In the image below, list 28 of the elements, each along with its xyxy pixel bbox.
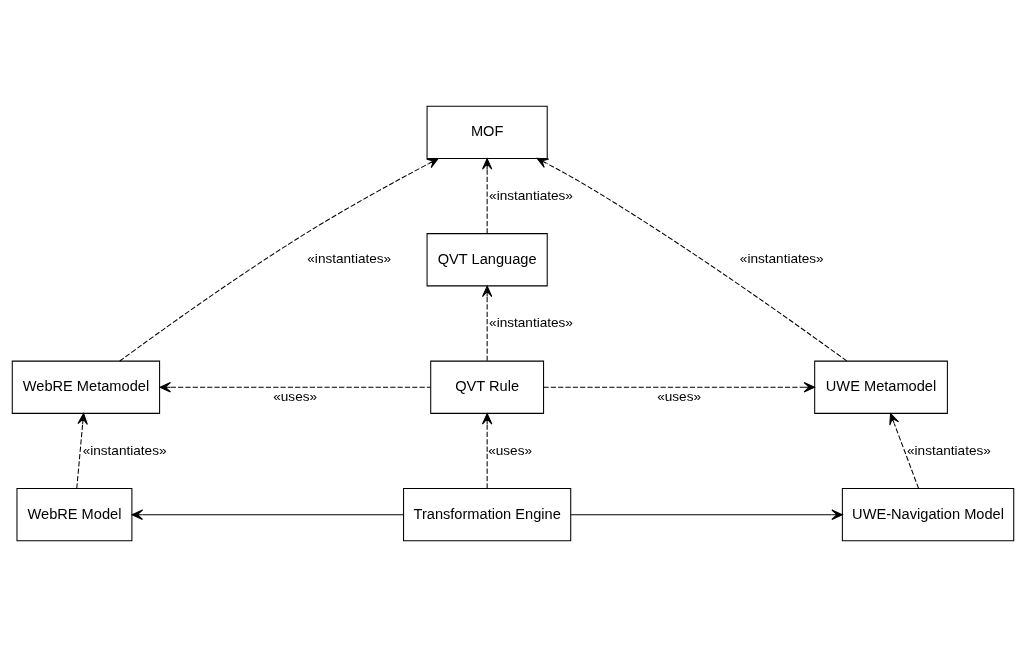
edge-label: «instantiates» [489,187,573,203]
arrow [570,509,843,520]
node-box: UWE Metamodel [814,360,948,414]
edge-label: «uses» [657,388,702,404]
edge-label: «instantiates» [489,314,573,330]
edge-label: «instantiates» [907,442,991,458]
node-box: MOF [426,105,548,159]
node-box: WebRE Model [16,487,133,541]
arrow [889,412,920,489]
node-box: Transformation Engine [403,487,572,541]
node-box: WebRE Metamodel [11,360,161,414]
arrow [119,157,439,362]
arrow [76,412,88,489]
edge-label: «instantiates» [739,250,824,266]
node-box: QVT Rule [430,360,545,414]
arrow [131,509,404,520]
arrow [481,412,493,489]
edge-label: «instantiates» [82,442,167,458]
arrow [481,285,493,361]
arrow [536,157,848,361]
edge-label: «uses» [488,442,533,458]
node-box: QVT Language [426,232,548,286]
node-box: UWE-Navigation Model [841,487,1015,541]
edge-label: «instantiates» [307,250,392,266]
arrow [543,381,815,392]
arrow [159,381,432,392]
arrow [481,157,493,234]
edge-label: «uses» [273,388,318,404]
